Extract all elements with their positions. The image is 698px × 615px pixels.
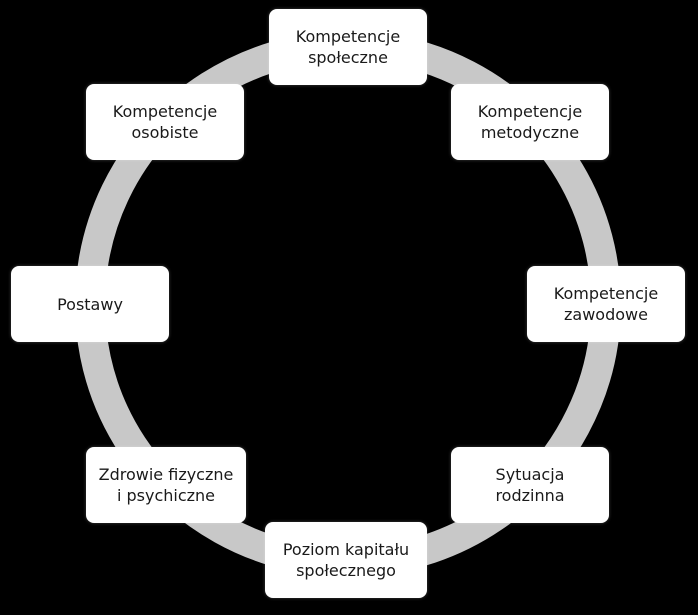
node-label: Postawy (57, 294, 123, 314)
node-postawy: Postawy (11, 266, 169, 342)
